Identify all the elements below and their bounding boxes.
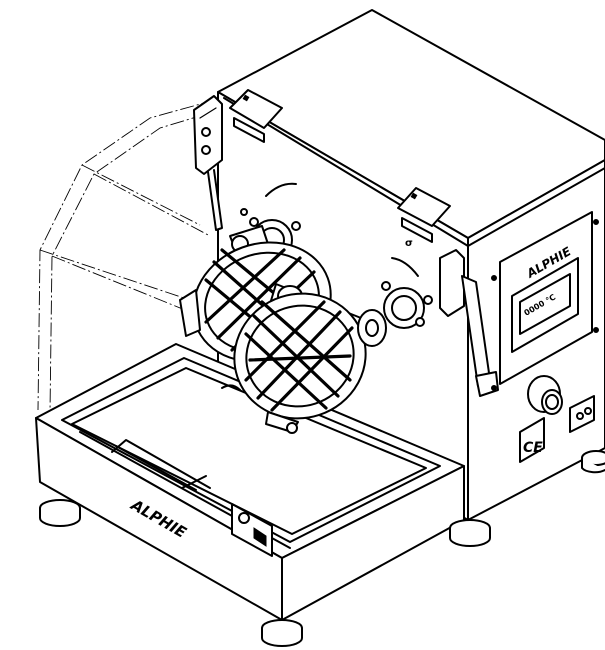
ce-mark: CE [519,417,545,463]
control-knob [527,375,563,415]
control-panel: 0000 °C ALPHIE [491,211,599,391]
hinge-left [229,89,283,143]
svg-text:CE: CE [523,440,543,456]
lever-handle [439,249,499,397]
rotation-arrows: σ [265,182,419,277]
left-latch [193,95,223,231]
hinge-right [397,187,451,243]
power-socket [569,395,595,433]
feet [39,450,605,647]
rotating-cage [179,225,387,434]
tray [35,343,465,621]
svg-text:σ: σ [405,238,413,249]
